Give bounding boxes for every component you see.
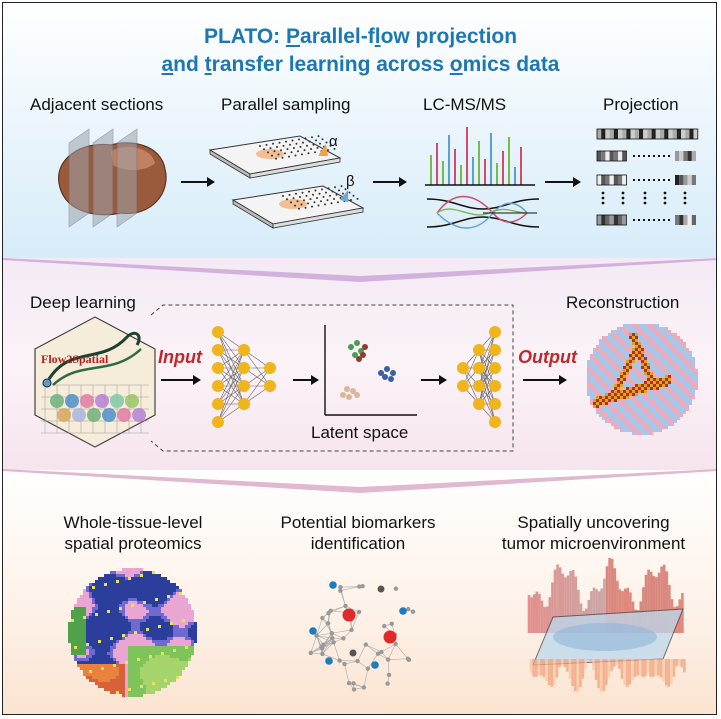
label-reconstruction: Reconstruction: [566, 293, 680, 312]
label-output: Output: [518, 347, 577, 367]
spatial-proteomics-map: [68, 568, 197, 697]
arrow-icon: [161, 375, 201, 385]
label-flow2spatial: Flow2Spatial: [41, 352, 109, 366]
arrow-icon: [421, 375, 447, 385]
title-line-2: and transfer learning across omics data: [161, 53, 560, 76]
reconstruction-tissue-map: [587, 324, 698, 435]
lcms-spectrum: [425, 127, 540, 229]
label-tumor-1: Spatially uncovering: [517, 513, 670, 532]
label-parallel-sampling: Parallel sampling: [221, 95, 351, 114]
latent-space-plot: [324, 325, 417, 416]
label-adjacent-sections: Adjacent sections: [30, 95, 164, 114]
decoder-network: [457, 326, 501, 428]
divider-chevron-1: [3, 258, 716, 282]
label-projection: Projection: [603, 95, 679, 114]
label-alpha: α: [329, 133, 338, 150]
label-biomarkers-1: Potential biomarkers: [280, 513, 436, 532]
arrow-icon: [181, 177, 215, 187]
parallel-sampling-plates: [208, 135, 365, 229]
label-input: Input: [158, 347, 202, 367]
label-whole-tissue-1: Whole-tissue-level: [63, 513, 203, 532]
label-biomarkers-2: identification: [310, 534, 406, 553]
projection-matrix: [596, 128, 699, 226]
label-whole-tissue-2: spatial proteomics: [64, 534, 202, 553]
label-beta: β: [346, 173, 355, 190]
arrow-icon: [293, 375, 319, 385]
title-line-1: PLATO: Parallel-flow projection: [203, 25, 518, 48]
tumor-surface-plot: [527, 557, 686, 693]
label-latent-space: Latent space: [311, 423, 409, 442]
label-tumor-2: tumor microenvironment: [501, 534, 686, 553]
encoder-network: [212, 326, 276, 428]
deep-learning-dashed-box: [150, 304, 514, 452]
arrow-icon: [523, 375, 567, 385]
arrow-icon: [373, 177, 407, 187]
arrow-icon: [545, 177, 581, 187]
flow2spatial-logo: [34, 316, 156, 448]
adjacent-sections-illustration: [58, 128, 167, 228]
biomarker-network: [308, 581, 416, 692]
label-deep-learning: Deep learning: [30, 293, 136, 312]
divider-chevron-2: [3, 469, 716, 493]
label-lcms: LC-MS/MS: [423, 95, 507, 114]
